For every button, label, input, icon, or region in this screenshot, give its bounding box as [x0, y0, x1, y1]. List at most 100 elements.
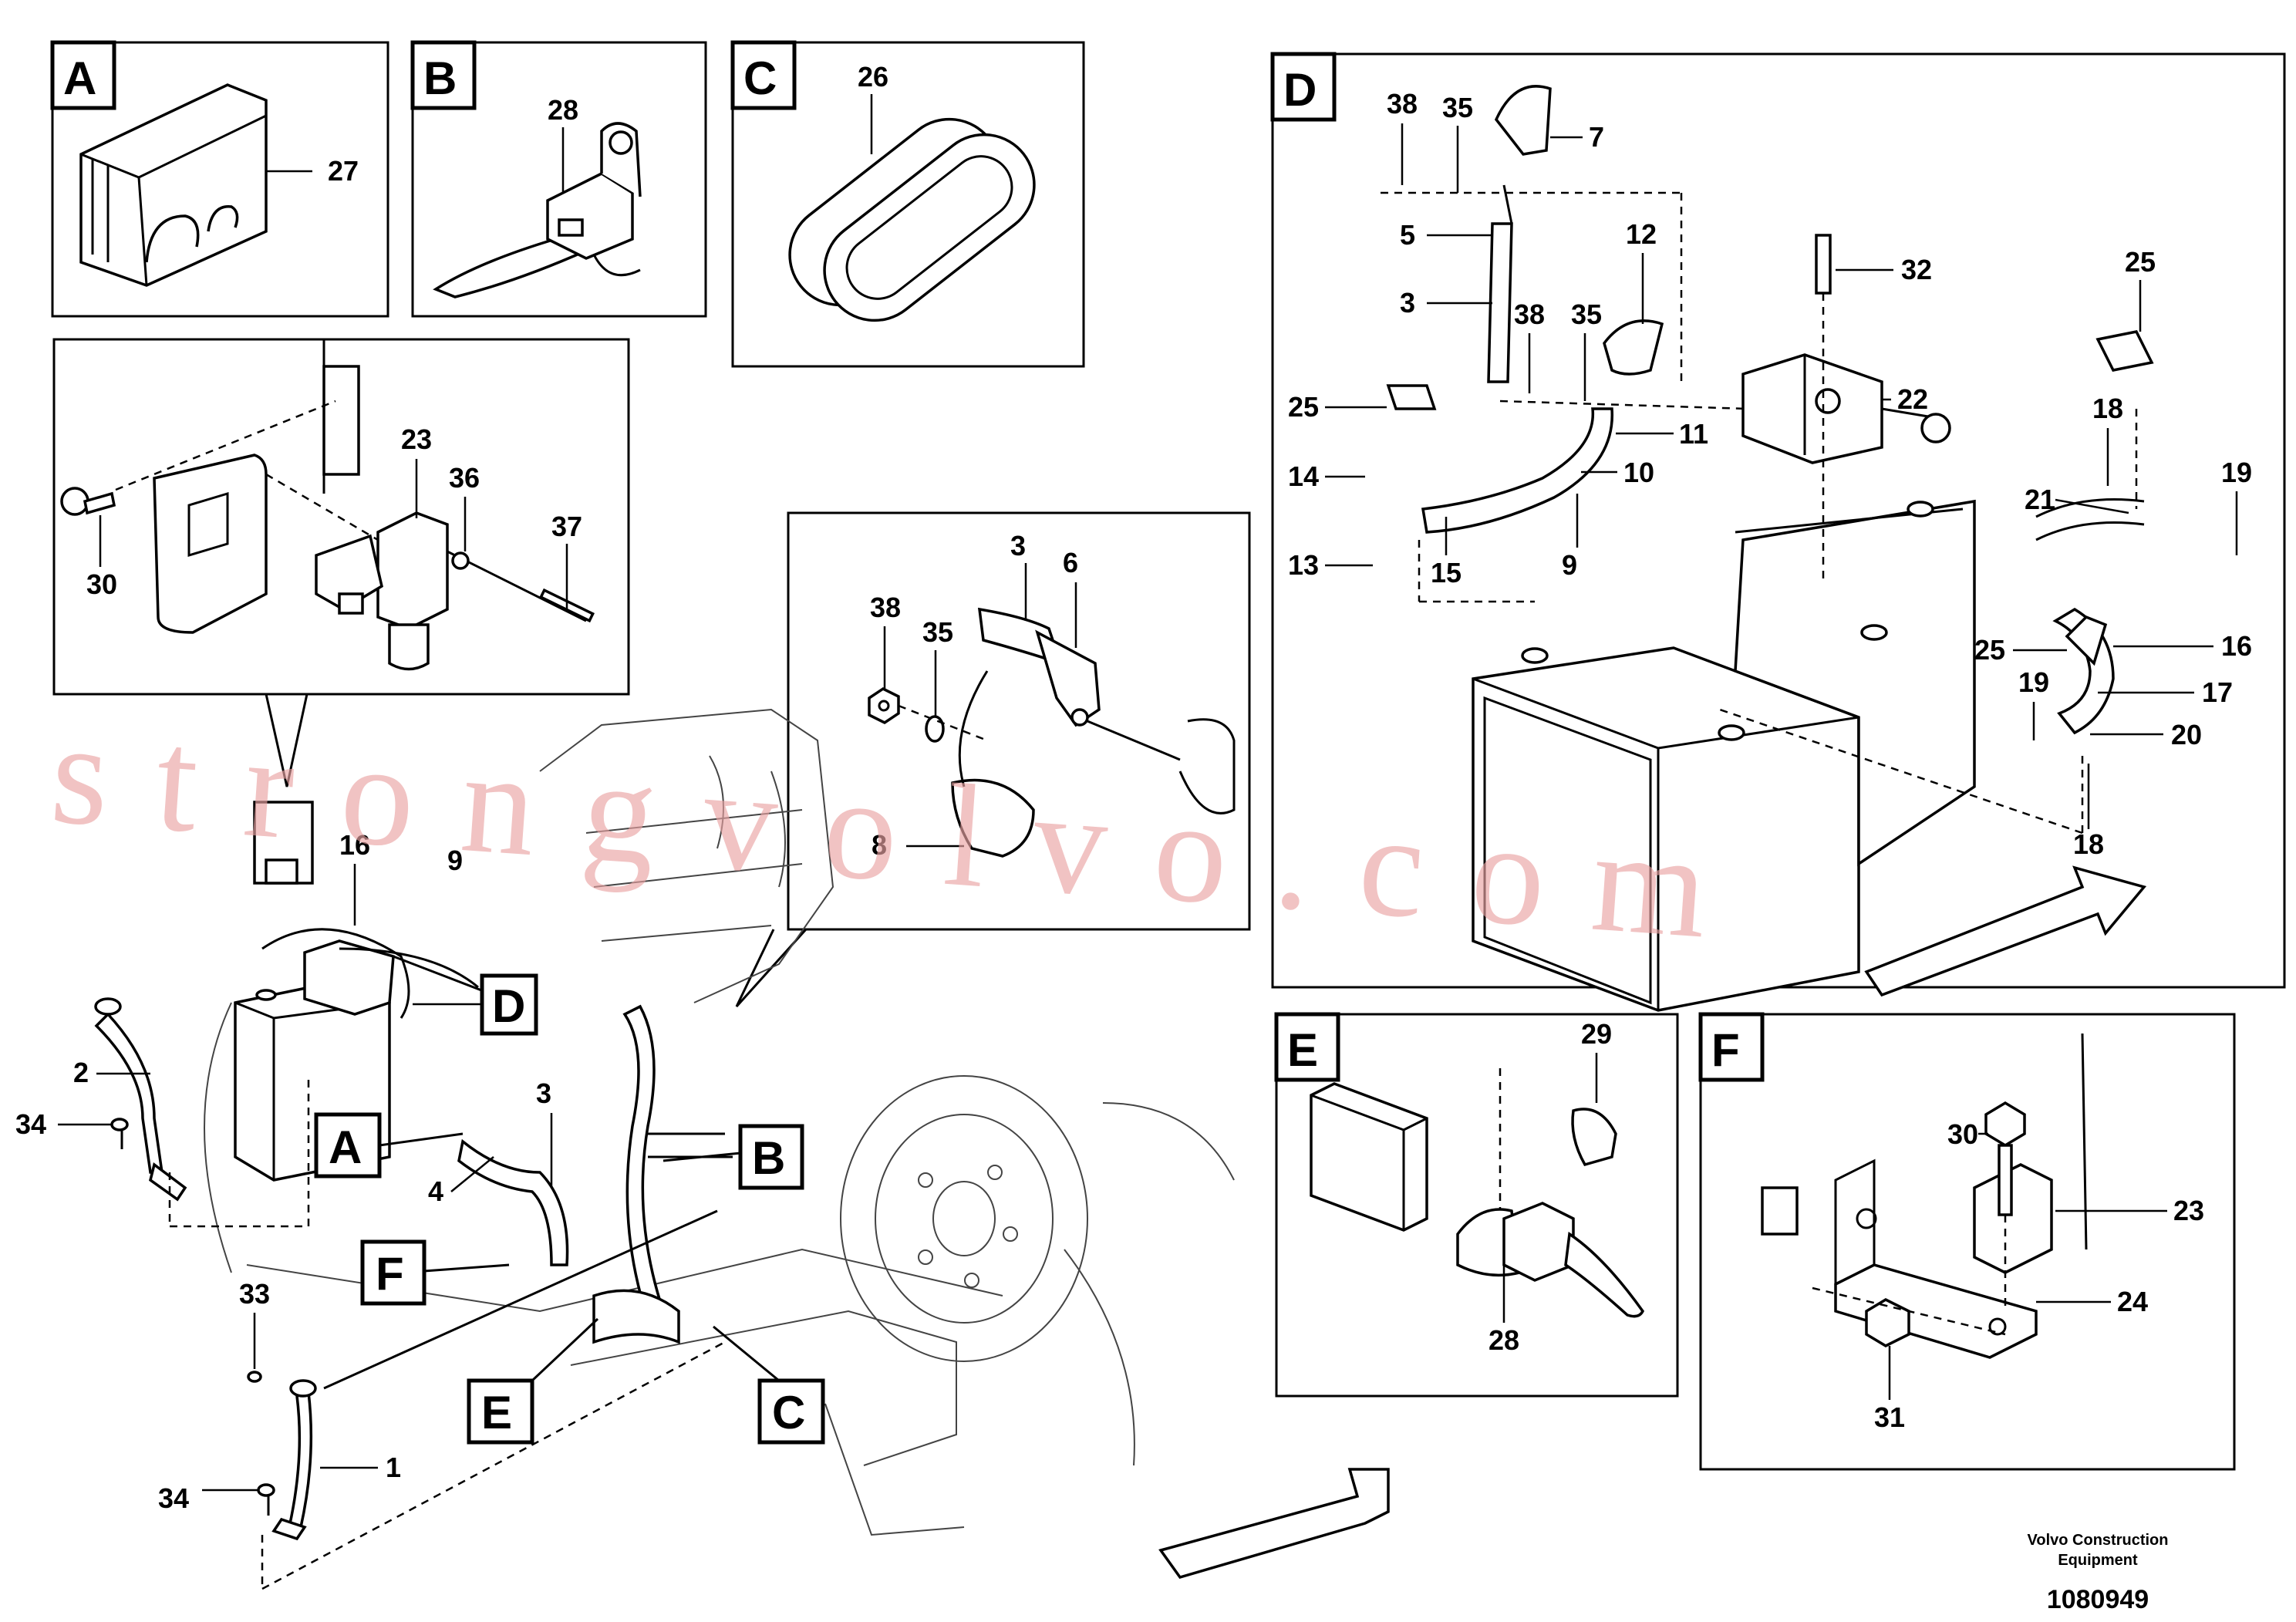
d-part-38-top: 38: [1387, 88, 1418, 120]
main-part-33: 33: [239, 1278, 270, 1310]
main-assembly: 16 9 2 34 3 4 33 34 1 D A B F E C: [15, 708, 1390, 1590]
grommet-part-26: [788, 117, 1036, 322]
washer-35: [925, 715, 945, 743]
part-number-38-inset: 38: [870, 592, 901, 623]
main-letter-e: E: [481, 1387, 512, 1438]
detail-box-d: D: [1270, 52, 2286, 1012]
bracket: [153, 339, 360, 634]
main-part-34-upper: 34: [15, 1108, 46, 1140]
switch-body: [315, 511, 449, 671]
part-number-36: 36: [449, 462, 480, 494]
part-number-8: 8: [872, 829, 887, 861]
inset-cable-pointer: [735, 928, 807, 1008]
detail-box-b: B 28: [410, 40, 707, 318]
direction-arrow-main: [1158, 1468, 1390, 1580]
main-part-9: 9: [447, 845, 463, 876]
d-part-5: 5: [1400, 219, 1415, 251]
d-part-21: 21: [2025, 484, 2055, 515]
main-switch-22: [1741, 353, 1951, 464]
cable-16-d: [2035, 330, 2154, 735]
detail-box-e: E 29 28: [1274, 1012, 1679, 1398]
cable-9-d: [1386, 319, 1664, 534]
bolt-37: [447, 550, 595, 623]
detail-letter-c: C: [743, 52, 777, 104]
credit-line-2: Equipment: [2058, 1552, 2138, 1569]
part-number-35-inset: 35: [922, 616, 953, 648]
d-part-16: 16: [2221, 630, 2252, 662]
f-bracket-24: [1834, 1158, 2038, 1359]
f-bolt-31: [1865, 1298, 1910, 1347]
detail-letter-d: D: [1283, 64, 1317, 116]
part-number-30: 30: [86, 568, 117, 600]
detail-box-a: A 27: [50, 40, 389, 318]
d-part-7: 7: [1589, 121, 1604, 153]
d-part-19-low: 19: [2018, 666, 2049, 698]
d-part-32: 32: [1901, 254, 1932, 285]
bolt-32: [1815, 234, 1832, 578]
part-number-37: 37: [551, 511, 582, 542]
part-number-6: 6: [1063, 547, 1078, 578]
d-part-38-mid: 38: [1514, 298, 1545, 330]
main-letter-f: F: [376, 1248, 404, 1300]
detail-letter-a: A: [63, 52, 96, 104]
bolt-33: [247, 1371, 262, 1383]
f-part-31: 31: [1874, 1401, 1905, 1433]
part-number-3-inset: 3: [1010, 530, 1026, 561]
cover-part-27: [79, 83, 268, 287]
nut-38: [868, 686, 900, 725]
e-part-29: 29: [1581, 1018, 1612, 1050]
main-part-4: 4: [428, 1175, 443, 1207]
d-part-19-top: 19: [2221, 457, 2252, 488]
cable-tie-part-28: [433, 122, 642, 298]
bolt-34-upper: [110, 1118, 129, 1149]
main-letter-d: D: [492, 980, 525, 1032]
detail-box-c: C 26: [730, 40, 1085, 368]
d-part-25-right: 25: [2125, 246, 2156, 278]
bolt-30: [60, 487, 116, 516]
e-part-28: 28: [1489, 1324, 1519, 1356]
inset-battery-switch: 23 36 37 30: [52, 338, 630, 696]
document-number: 1080949: [2047, 1585, 2149, 1614]
battery-back: [1734, 499, 1976, 867]
main-letter-c: C: [772, 1387, 805, 1438]
f-part-23: 23: [2173, 1195, 2204, 1226]
d-part-25-left: 25: [1288, 391, 1319, 423]
part-number-23: 23: [401, 423, 432, 455]
main-part-34-lower: 34: [158, 1482, 189, 1514]
earth-cable-1: [271, 1379, 317, 1541]
battery-front: [1472, 646, 1860, 1012]
main-part-2: 2: [73, 1057, 89, 1088]
main-part-1: 1: [386, 1452, 401, 1483]
d-part-11: 11: [1679, 418, 1708, 450]
d-part-35-top: 35: [1442, 92, 1473, 123]
detail-box-f: F 30 23 24 31: [1698, 1012, 2236, 1471]
main-letter-b: B: [752, 1132, 785, 1184]
f-part-30: 30: [1947, 1118, 1978, 1150]
f-part-24: 24: [2117, 1286, 2148, 1317]
part-number-27: 27: [328, 155, 359, 187]
d-part-25-low: 25: [1974, 634, 2005, 666]
part-number-26: 26: [858, 61, 888, 93]
d-part-9: 9: [1562, 549, 1577, 581]
earth-cable-2: [94, 997, 187, 1202]
detail-letter-b: B: [423, 52, 457, 104]
inset-switch-pointer: [265, 693, 308, 787]
d-part-14: 14: [1288, 460, 1319, 492]
d-part-13: 13: [1288, 549, 1319, 581]
detail-letter-f: F: [1711, 1024, 1740, 1076]
cable-end: [951, 607, 1181, 858]
bolt-34-lower: [257, 1483, 275, 1516]
main-letter-a: A: [329, 1121, 362, 1173]
d-part-17: 17: [2202, 676, 2233, 708]
d-part-10: 10: [1623, 457, 1654, 488]
part-number-28: 28: [548, 94, 578, 126]
d-part-15: 15: [1431, 557, 1462, 588]
credit-line-1: Volvo Construction: [2028, 1532, 2169, 1549]
f-switch-23: [1761, 1033, 2088, 1274]
detail-letter-e: E: [1287, 1024, 1318, 1076]
main-part-16: 16: [339, 829, 370, 861]
e-bracket: [1310, 1068, 1617, 1234]
e-tie-28: [1456, 1202, 1645, 1318]
main-part-3: 3: [536, 1077, 551, 1109]
direction-arrow-d: [1864, 865, 2147, 997]
